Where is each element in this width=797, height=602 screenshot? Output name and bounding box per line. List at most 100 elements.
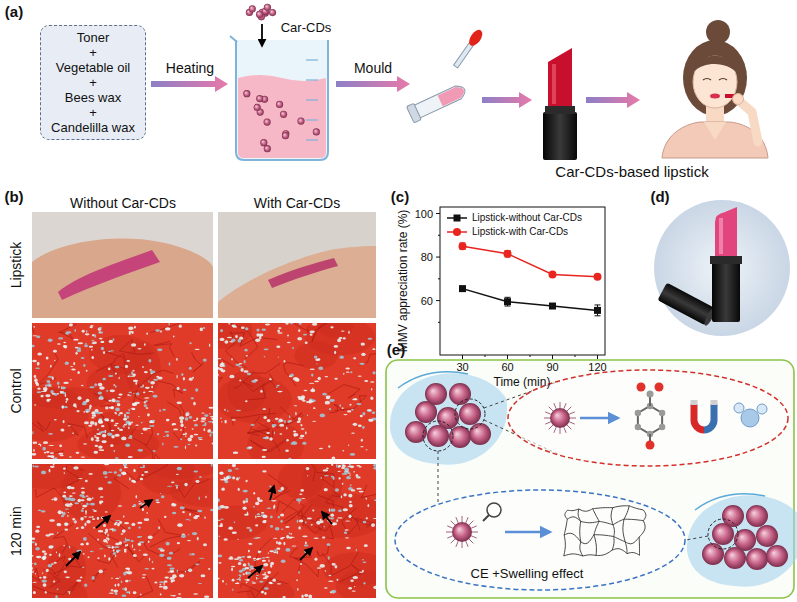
micrograph-part bbox=[98, 420, 103, 424]
micrograph-part bbox=[251, 416, 280, 451]
micrograph-part bbox=[79, 494, 84, 496]
tick-label: 80 bbox=[421, 251, 433, 264]
micrograph-part bbox=[101, 431, 106, 433]
micrograph-part bbox=[131, 540, 134, 542]
micrograph-part bbox=[126, 415, 129, 418]
micrograph-part bbox=[361, 342, 365, 345]
micrograph-part bbox=[372, 348, 375, 350]
micrograph-part bbox=[193, 402, 196, 406]
micrograph-part bbox=[38, 352, 59, 386]
swelling-detail-part bbox=[613, 519, 624, 525]
woman-figure-part bbox=[693, 56, 738, 74]
tick-mark bbox=[438, 235, 440, 236]
carbon-dot bbox=[297, 118, 304, 125]
micrograph-part bbox=[269, 550, 274, 552]
micrograph-part bbox=[255, 538, 272, 580]
micrograph-part bbox=[354, 586, 355, 587]
micrograph-part bbox=[33, 591, 36, 594]
beaker-lip bbox=[230, 36, 237, 42]
micrograph-part bbox=[285, 526, 289, 528]
micrograph-part bbox=[83, 411, 85, 413]
micrograph-part bbox=[32, 537, 35, 539]
micrograph-part bbox=[300, 504, 324, 533]
micrograph-part bbox=[114, 434, 119, 437]
micrograph-part bbox=[191, 553, 195, 556]
focus-circle bbox=[423, 421, 453, 451]
micrograph-part bbox=[203, 543, 207, 546]
swelling-detail-part bbox=[483, 515, 489, 521]
micrograph-part bbox=[218, 377, 222, 398]
micrograph-part bbox=[305, 521, 306, 523]
micrograph-part bbox=[133, 549, 135, 551]
micrograph-part bbox=[329, 509, 331, 512]
surface-group bbox=[469, 539, 473, 543]
swelling-detail-part bbox=[612, 537, 614, 551]
micrograph-part bbox=[193, 471, 198, 473]
micrograph-part bbox=[245, 567, 250, 569]
swelling-detail-part bbox=[583, 555, 596, 556]
micrograph-part bbox=[142, 428, 147, 431]
micrograph bbox=[218, 323, 376, 459]
micrograph-part bbox=[330, 517, 334, 519]
micrograph-part bbox=[37, 391, 42, 393]
data-marker bbox=[459, 285, 466, 292]
micrograph-part bbox=[324, 587, 328, 588]
micrograph-part bbox=[95, 445, 99, 447]
micrograph-part bbox=[301, 428, 305, 429]
micrograph-part bbox=[329, 575, 332, 577]
micrograph-part bbox=[278, 421, 281, 423]
micrograph-part bbox=[176, 486, 178, 489]
hand bbox=[218, 246, 376, 318]
micrograph-part bbox=[237, 539, 238, 540]
micrograph-part bbox=[135, 425, 138, 427]
focus-circle bbox=[455, 399, 485, 429]
micrograph-part bbox=[110, 389, 115, 392]
micrograph-part bbox=[63, 545, 64, 546]
micrograph-part bbox=[277, 551, 278, 555]
micrograph-part bbox=[133, 480, 136, 483]
micrograph-part bbox=[353, 576, 359, 579]
micrograph-part bbox=[234, 468, 239, 469]
micrograph-part bbox=[121, 437, 126, 441]
micrograph-part bbox=[257, 558, 262, 559]
micrograph-part bbox=[293, 433, 298, 436]
micrograph-part bbox=[187, 540, 191, 541]
micrograph-part bbox=[129, 331, 134, 333]
micrograph-part bbox=[113, 552, 116, 555]
pointer-arrow bbox=[322, 512, 332, 524]
micrograph-part bbox=[247, 556, 251, 559]
legend-sample bbox=[454, 215, 461, 222]
micrograph-part bbox=[103, 471, 108, 475]
micrograph-part bbox=[119, 576, 121, 577]
micrograph-part bbox=[73, 339, 78, 341]
micrograph-part bbox=[189, 520, 191, 521]
micrograph-part bbox=[105, 529, 108, 533]
micrograph-part bbox=[276, 547, 280, 549]
woman-figure bbox=[662, 20, 768, 158]
micrograph-part bbox=[246, 527, 251, 528]
water-layer bbox=[390, 373, 507, 465]
micrograph-part bbox=[316, 470, 334, 487]
swelling-detail-part bbox=[629, 506, 643, 510]
micrograph-part bbox=[76, 410, 79, 412]
micrograph-part bbox=[58, 324, 76, 338]
micrograph-part bbox=[117, 583, 119, 586]
micrograph-part bbox=[32, 386, 89, 442]
micrograph-part bbox=[171, 481, 174, 483]
micrograph-part bbox=[348, 331, 349, 334]
micrograph-part bbox=[264, 587, 269, 590]
micrograph-part bbox=[228, 464, 230, 465]
ingredient-text: + bbox=[49, 45, 137, 60]
micrograph-part bbox=[297, 519, 299, 522]
swelling-detail-part bbox=[487, 503, 501, 517]
micrograph-part bbox=[274, 549, 277, 552]
micrograph-part bbox=[54, 360, 55, 362]
micrograph-part bbox=[267, 571, 270, 574]
micrograph-part bbox=[247, 373, 251, 375]
micrograph-part bbox=[274, 504, 276, 508]
swelling-detail-part bbox=[596, 550, 612, 555]
micrograph-part bbox=[256, 577, 257, 580]
micrograph-part bbox=[187, 412, 189, 415]
micrograph-part bbox=[58, 453, 63, 455]
micrograph-part bbox=[189, 367, 192, 370]
